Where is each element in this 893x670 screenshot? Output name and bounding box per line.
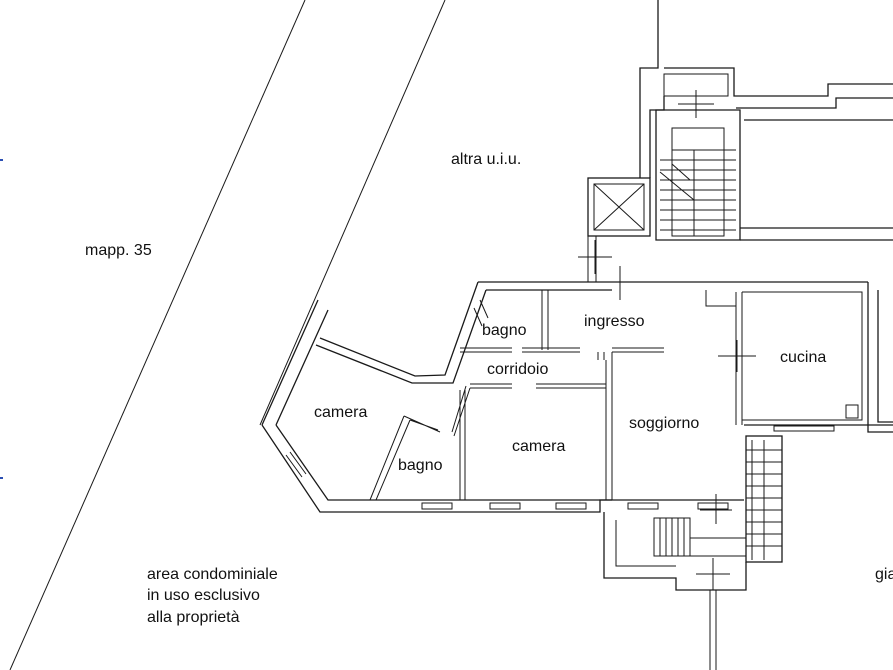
label-area-line-2: in uso esclusivo [147, 587, 260, 604]
stair-lower-right [745, 435, 783, 563]
label-area-line-1: area condominiale [147, 566, 278, 583]
label-area-line-3: alla proprietà [147, 609, 240, 626]
axis-crosses [578, 90, 756, 590]
door-marks [403, 347, 859, 437]
label-altra-uiu: altra u.i.u. [451, 151, 521, 168]
label-soggiorno: soggiorno [629, 415, 699, 432]
parcel-boundary-left [9, 0, 306, 670]
label-ingresso: ingresso [584, 313, 645, 330]
label-mapp-35: mapp. 35 [85, 242, 152, 259]
label-camera-center: camera [512, 438, 565, 455]
stair-core-top [639, 0, 893, 241]
interior-partitions [369, 290, 863, 501]
label-bagno-top: bagno [482, 322, 527, 339]
label-bagno-bottom: bagno [398, 457, 443, 474]
facade-windows [285, 425, 835, 510]
label-camera-left: camera [314, 404, 367, 421]
label-corridoio: corridoio [487, 361, 548, 378]
label-cut-off: gia [875, 566, 893, 583]
entrance-landing [603, 512, 747, 670]
label-cucina: cucina [780, 349, 826, 366]
elevator-shaft [587, 177, 651, 282]
parcel-boundary-right [259, 0, 446, 426]
apartment-outer-wall [261, 281, 893, 513]
